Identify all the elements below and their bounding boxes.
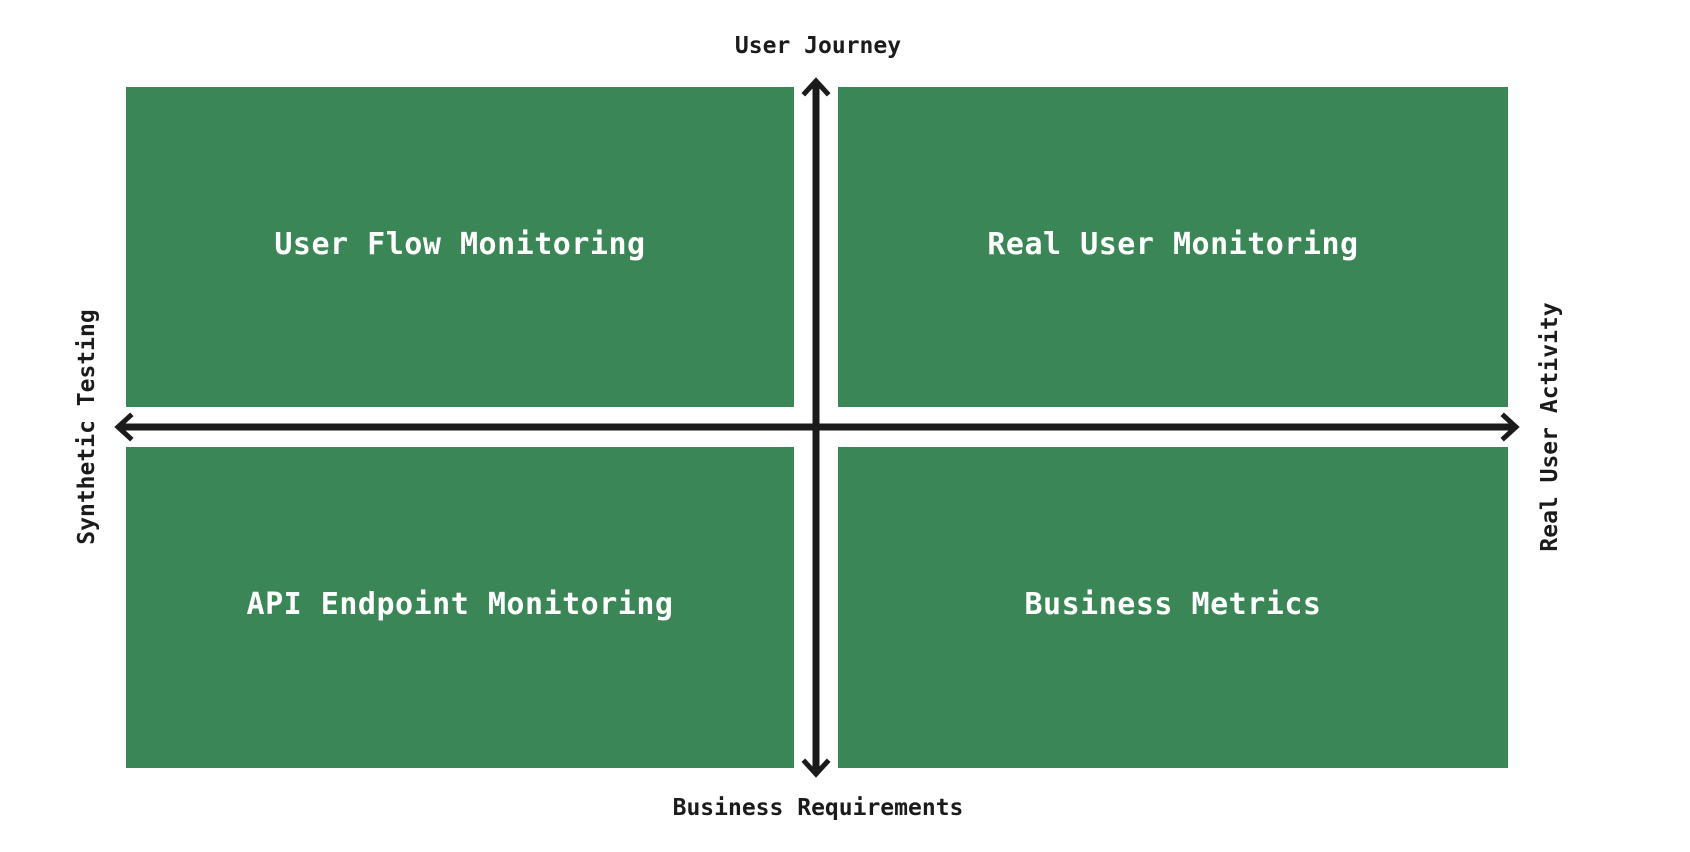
axis-label-bottom: Business Requirements: [672, 795, 964, 821]
quadrant-bottom-left: API Endpoint Monitoring: [126, 447, 794, 768]
left-arrowhead: [114, 412, 134, 442]
up-arrowhead: [801, 77, 831, 97]
axis-label-top: User Journey: [734, 33, 902, 59]
right-arrowhead: [1500, 412, 1520, 442]
quadrant-bottom-right-label: Business Metrics: [1024, 587, 1322, 622]
quadrant-top-right: Real User Monitoring: [838, 87, 1508, 407]
quadrant-bottom-right: Business Metrics: [838, 447, 1508, 768]
quadrant-top-left: User Flow Monitoring: [126, 87, 794, 407]
quadrant-top-right-label: Real User Monitoring: [987, 226, 1359, 262]
quadrant-bottom-left-label: API Endpoint Monitoring: [246, 587, 674, 622]
quadrant-top-left-label: User Flow Monitoring: [274, 226, 646, 262]
down-arrowhead: [801, 758, 831, 778]
axis-label-right: Real User Activity: [1537, 302, 1563, 552]
axis-label-left: Synthetic Testing: [74, 309, 100, 545]
